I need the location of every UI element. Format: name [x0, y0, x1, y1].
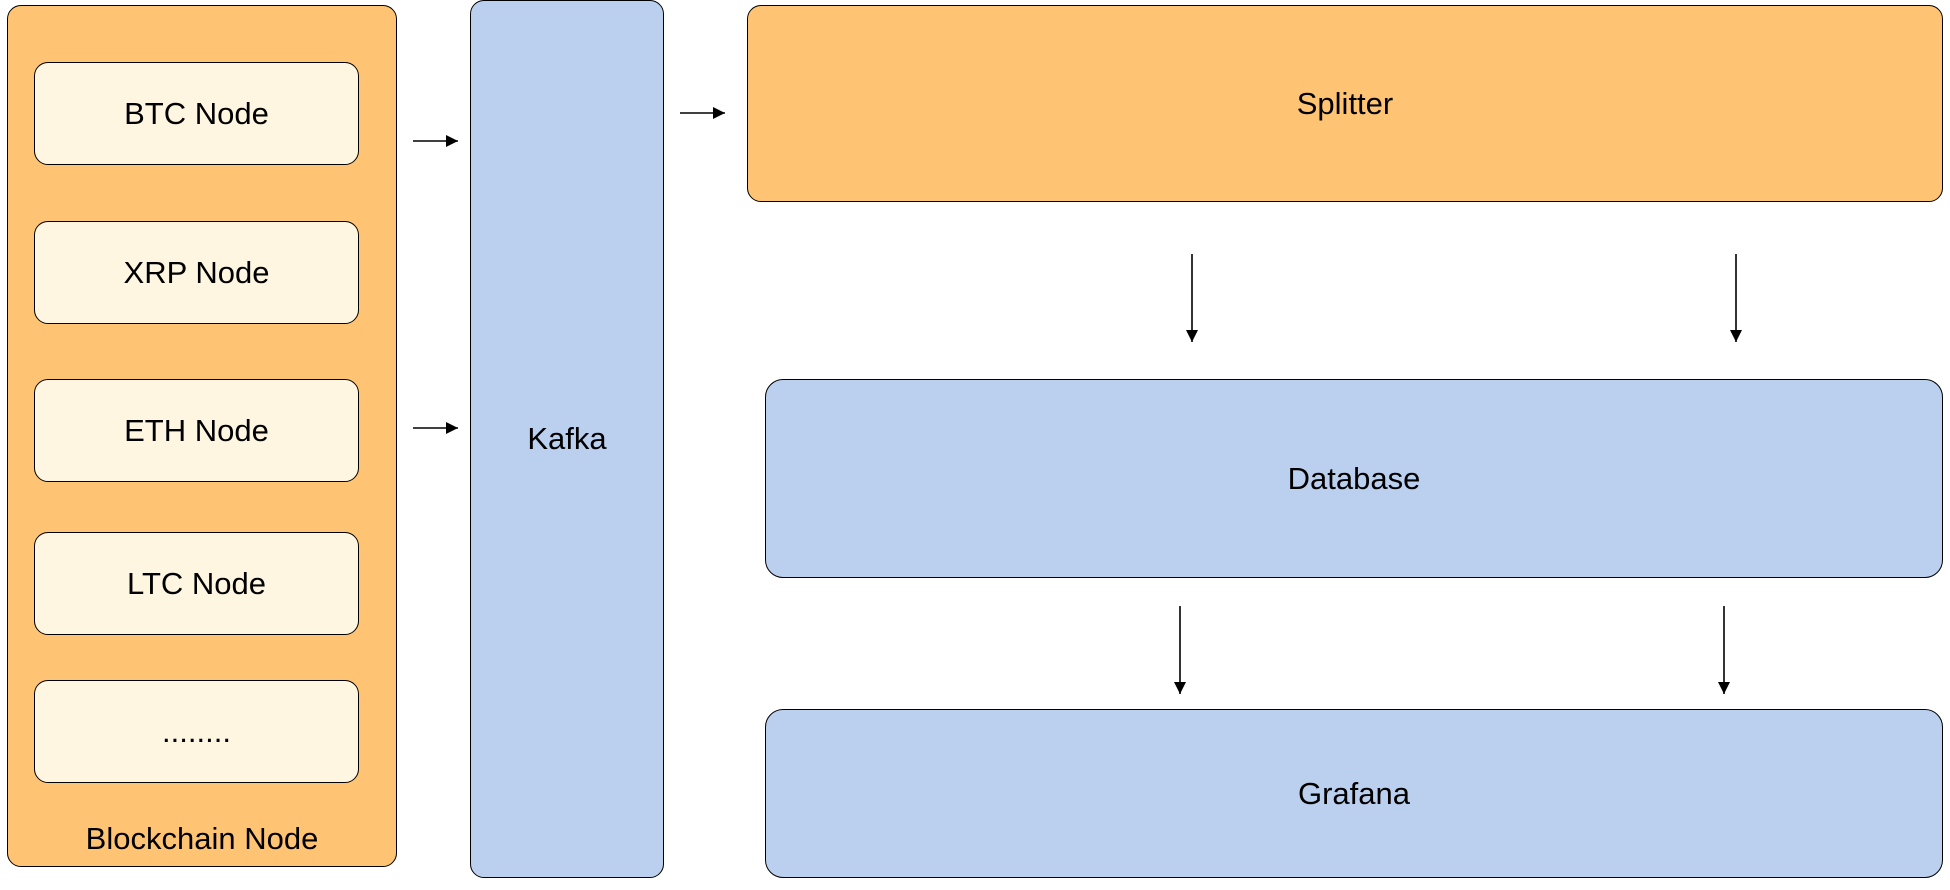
btc-node-label: BTC Node	[124, 95, 269, 131]
eth-node: ETH Node	[34, 379, 359, 482]
database-label: Database	[1287, 460, 1421, 496]
kafka-label: Kafka	[527, 421, 607, 456]
blockchain-node-group-label: Blockchain Node	[85, 821, 319, 856]
ltc-node: LTC Node	[34, 532, 359, 635]
ltc-node-label: LTC Node	[127, 565, 266, 601]
kafka-box: Kafka	[470, 0, 664, 878]
more-nodes-label: ........	[162, 713, 231, 749]
database-box: Database	[765, 379, 1943, 578]
grafana-label: Grafana	[1297, 775, 1410, 811]
eth-node-label: ETH Node	[124, 412, 269, 448]
btc-node: BTC Node	[34, 62, 359, 165]
splitter-box: Splitter	[747, 5, 1943, 202]
xrp-node: XRP Node	[34, 221, 359, 324]
blockchain-node-group: BTC Node XRP Node ETH Node LTC Node ....…	[7, 5, 397, 867]
splitter-label: Splitter	[1296, 85, 1394, 121]
xrp-node-label: XRP Node	[123, 254, 270, 290]
more-nodes-placeholder: ........	[34, 680, 359, 783]
grafana-box: Grafana	[765, 709, 1943, 878]
